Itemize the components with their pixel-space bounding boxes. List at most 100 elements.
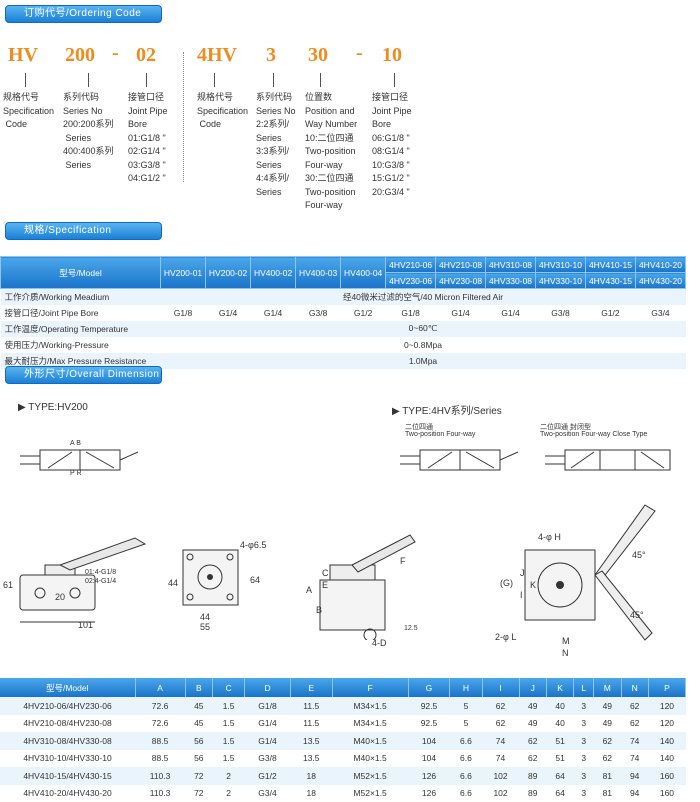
bore-value: G1/2 [585,305,635,321]
table-cell: 45 [185,715,212,733]
code-4hv: 4HV [197,44,237,67]
bore-desc: 接管口径 Joint Pipe Bore 01:G1/8 " 02:G1/4 "… [128,91,168,186]
dim-header: N [621,678,648,697]
table-cell: 49 [594,697,621,715]
model-col: HV200-01 [161,257,206,289]
table-cell: 74 [482,750,519,768]
table-cell: 40 [546,715,573,733]
section-header-overall-dimension: 外形尺寸/Overall Dimension [5,366,162,384]
dim-header: K [546,678,573,697]
table-cell: 140 [648,732,685,750]
table-cell: 18 [290,767,332,785]
dim-header: 型号/Model [0,678,135,697]
table-cell: G1/2 [245,767,291,785]
table-cell: 4HV310-10/4HV330-10 [0,750,135,768]
dim-header: C [213,678,245,697]
dim-101: 101 [78,620,93,630]
model-col: HV400-02 [251,257,296,289]
dim-header: D [245,678,291,697]
specification-table: 型号/Model HV200-01 HV200-02 HV400-02 HV40… [0,256,686,369]
dim-61: 61 [3,580,13,590]
dim-header: H [450,678,482,697]
table-cell: 62 [482,715,519,733]
table-cell: G1/4 [245,732,291,750]
dim-44: 44 [200,612,210,622]
table-cell: 51 [546,732,573,750]
model-col: 4HV230-08 [436,273,486,289]
dim-64: 64 [250,575,260,585]
table-cell: 126 [408,785,450,802]
bore-value: G1/4 [251,305,296,321]
type-4hv-label: ▶ TYPE:4HV系列/Series [392,402,502,417]
bore-value: G1/4 [206,305,251,321]
table-cell: 72.6 [135,715,185,733]
table-cell: 5 [450,715,482,733]
dim-header: I [482,678,519,697]
row-label: 接管口径/Joint Pipe Bore [1,305,161,321]
table-cell: 4HV410-15/4HV430-15 [0,767,135,785]
code-bore: 02 [136,44,156,67]
table-cell: 6.6 [450,750,482,768]
4hv-side-view [300,520,420,640]
table-cell: 120 [648,697,685,715]
row-value: 0~0.8Mpa [161,337,686,353]
port-note: 01:4-G1/8 [85,569,116,576]
dim-J: J [520,568,525,578]
table-cell: 88.5 [135,750,185,768]
dim-header: G [408,678,450,697]
bore-value: G1/4 [436,305,486,321]
dim-M: M [562,636,570,646]
dim-K: K [530,580,536,590]
dim-header: B [185,678,212,697]
table-cell: M34×1.5 [332,715,408,733]
table-cell: 13.5 [290,750,332,768]
table-cell: 5 [450,697,482,715]
table-cell: 3 [574,750,594,768]
model-col: 4HV430-15 [585,273,635,289]
table-cell: 104 [408,732,450,750]
table-cell: 1.5 [213,750,245,768]
row-value: 1.0Mpa [161,353,686,369]
dim-A: A [306,585,312,595]
table-cell: 11.5 [290,697,332,715]
table-cell: 89 [519,767,546,785]
dim-F: F [400,556,406,566]
table-cell: 40 [546,697,573,715]
model-col: 4HV210-08 [436,257,486,273]
bore-value: G3/8 [536,305,586,321]
dim-44: 44 [168,578,178,588]
table-cell: 110.3 [135,785,185,802]
spec-code-desc: 规格代号 Specification Code [3,91,54,132]
table-cell: 81 [594,785,621,802]
table-cell: 6.6 [450,767,482,785]
table-cell: 4HV310-08/4HV330-08 [0,732,135,750]
table-cell: 1.5 [213,697,245,715]
table-cell: G3/8 [245,750,291,768]
table-cell: 72.6 [135,697,185,715]
series-desc: 系列代码 Series No 200:200系列 Series 400:400系… [63,91,114,172]
table-cell: 62 [519,732,546,750]
model-col: 4HV410-15 [585,257,635,273]
table-cell: 94 [621,785,648,802]
table-cell: 4HV210-08/4HV230-08 [0,715,135,733]
table-cell: 74 [621,732,648,750]
code-dash: - [112,42,119,65]
table-cell: 3 [574,732,594,750]
table-cell: 56 [185,750,212,768]
table-cell: 102 [482,785,519,802]
table-cell: 3 [574,715,594,733]
dim-L: 2-φ L [495,632,516,642]
table-cell: 160 [648,785,685,802]
table-cell: 13.5 [290,732,332,750]
bore-value: G3/8 [296,305,341,321]
table-cell: 92.5 [408,697,450,715]
ports-ab: A B [70,440,81,447]
model-col: 4HV210-06 [386,257,436,273]
model-col: HV400-04 [341,257,386,289]
model-col: 4HV430-20 [635,273,685,289]
